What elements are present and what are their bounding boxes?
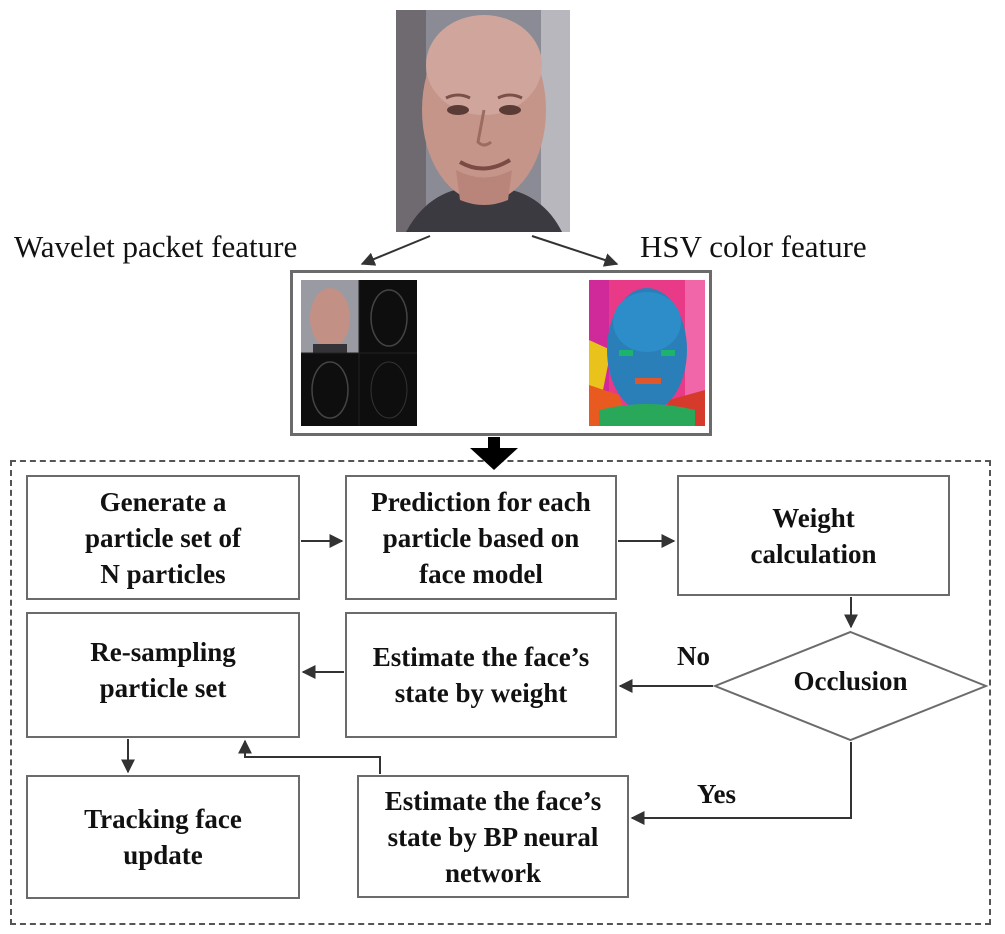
face-photo bbox=[396, 10, 570, 232]
wavelet-decomposition-image bbox=[301, 280, 417, 426]
arrow-face-to-wavelet bbox=[360, 235, 431, 266]
no-branch-label: No bbox=[677, 641, 710, 671]
block-arrow-down bbox=[470, 437, 518, 470]
occlusion-label: Occlusion bbox=[793, 666, 908, 696]
hsv-color-image bbox=[589, 280, 705, 426]
prediction-step: Prediction for each particle based on fa… bbox=[345, 475, 617, 600]
arrow-bp-to-resampling bbox=[238, 739, 381, 774]
weight-calculation-step: Weight calculation bbox=[677, 475, 950, 596]
arrow-face-to-hsv bbox=[531, 235, 619, 267]
arrow-yes-to-bp bbox=[630, 742, 852, 825]
resampling-step: Re-sampling particle set bbox=[26, 612, 300, 738]
tracking-update-step: Tracking face update bbox=[26, 775, 300, 899]
yes-branch-label: Yes bbox=[697, 779, 736, 809]
occlusion-decision bbox=[713, 630, 988, 742]
hsv-feature-label: HSV color feature bbox=[640, 229, 867, 264]
generate-particles-step: Generate a particle set of N particles bbox=[26, 475, 300, 600]
wavelet-feature-label: Wavelet packet feature bbox=[14, 229, 298, 264]
estimate-by-bp-step: Estimate the face’s state by BP neural n… bbox=[357, 775, 629, 898]
estimate-by-weight-step: Estimate the face’s state by weight bbox=[345, 612, 617, 738]
